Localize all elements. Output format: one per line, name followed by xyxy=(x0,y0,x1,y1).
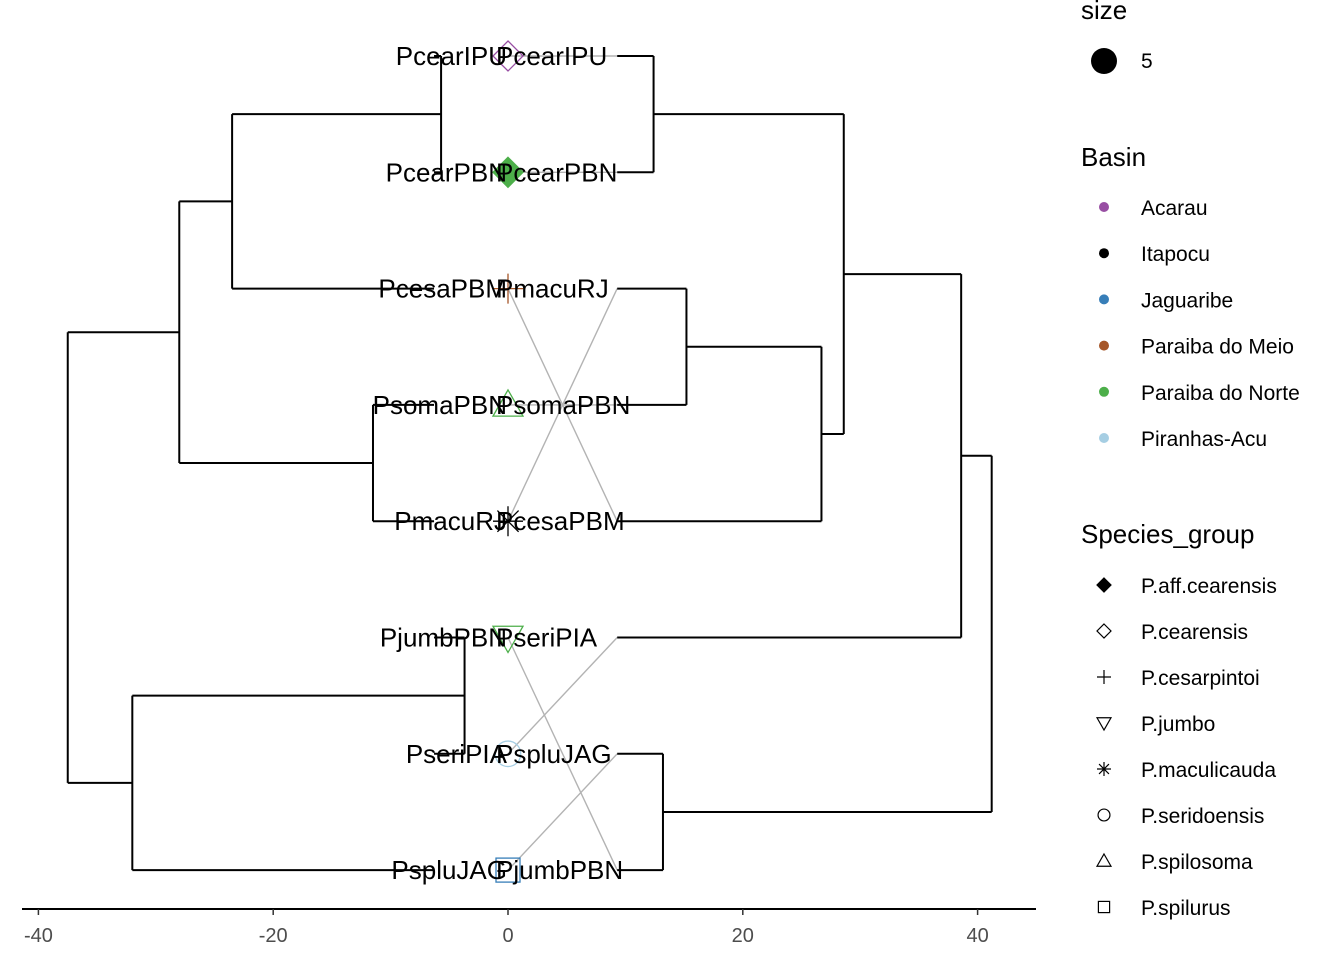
legend-species-key-shape xyxy=(1097,670,1111,684)
tip-point-PmacuRJ-shape xyxy=(493,506,523,537)
right-tip-label: PspluJAG xyxy=(496,739,612,769)
x-axis-tick-label: -40 xyxy=(24,925,53,947)
tip-labels: PcearIPUPcearPBNPcesaPBMPsomaPBNPmacuRJP… xyxy=(373,41,631,885)
tip-point-PcesaPBM xyxy=(493,273,523,304)
legend-species-key-shape xyxy=(1097,808,1111,822)
legend-species-group: Species_group P.aff.cearensisP.cearensis… xyxy=(1081,519,1277,920)
tanglegram-connectors xyxy=(507,55,618,871)
legend-basin-key xyxy=(1099,433,1109,443)
tip-point-PcesaPBM-shape xyxy=(493,273,523,304)
legend-species-key xyxy=(1096,577,1112,593)
legend-species-label: P.spilurus xyxy=(1141,897,1231,920)
left-tip-label: PjumbPBN xyxy=(380,623,507,653)
tip-point-PsomaPBN-shape xyxy=(491,388,525,417)
tip-point-PcearIPU xyxy=(492,40,524,72)
tip-point-PmacuRJ xyxy=(493,506,523,537)
legend-species-group-title: Species_group xyxy=(1081,519,1254,549)
left-tip-label: PspluJAG xyxy=(391,855,507,885)
tip-point-PsomaPBN xyxy=(491,388,525,417)
left-tip-label: PmacuRJ xyxy=(394,506,507,536)
tip-point-PcearPBN xyxy=(492,156,524,189)
legend-species-key-shape xyxy=(1095,717,1113,732)
right-tip-label: PjumbPBN xyxy=(496,855,623,885)
connector-PjumbPBN xyxy=(507,637,618,871)
connector-PspluJAG xyxy=(507,753,618,871)
right-tip-label: PcearPBN xyxy=(496,157,617,187)
legend-basin-label: Jaguaribe xyxy=(1141,289,1233,312)
legend-species-key xyxy=(1096,623,1112,639)
legend-species-label: P.seridoensis xyxy=(1141,805,1264,828)
legend-basin-key xyxy=(1099,202,1109,212)
legend-species-key xyxy=(1097,670,1111,684)
legend: size 5 Basin AcarauItapocuJaguaribeParai… xyxy=(1081,0,1300,920)
x-axis: -40 -20 0 20 40 xyxy=(22,908,1036,947)
right-tip-label: PcesaPBM xyxy=(496,506,625,536)
legend-species-key-shape xyxy=(1095,852,1113,867)
left-tip-label: PcearIPU xyxy=(396,41,507,71)
x-axis-tick-label: -20 xyxy=(259,925,288,947)
dendrograms xyxy=(66,55,993,872)
legend-size-label: 5 xyxy=(1141,50,1153,73)
legend-basin-label: Piranhas-Acu xyxy=(1141,428,1267,451)
legend-species-key xyxy=(1097,900,1111,914)
legend-basin-label: Acarau xyxy=(1141,197,1208,220)
legend-basin-key xyxy=(1099,386,1109,397)
left-tip-label: PseriPIA xyxy=(406,739,508,769)
right-tip-label: PmacuRJ xyxy=(496,274,609,304)
legend-basin-key xyxy=(1099,294,1109,305)
legend-species-label: P.maculicauda xyxy=(1141,759,1276,782)
legend-species-label: P.spilosoma xyxy=(1141,851,1253,874)
legend-species-key xyxy=(1095,717,1113,732)
tip-point-PseriPIA xyxy=(494,740,522,768)
legend-size: size 5 xyxy=(1081,0,1153,74)
legend-basin-label: Itapocu xyxy=(1141,243,1210,266)
legend-species-key-shape xyxy=(1096,623,1112,639)
x-axis-tick-label: 0 xyxy=(502,925,513,947)
legend-species-label: P.cearensis xyxy=(1141,621,1248,644)
tip-point-PseriPIA-shape xyxy=(494,740,522,768)
connector-PmacuRJ xyxy=(507,288,618,522)
right-tip-label: PsomaPBN xyxy=(496,390,630,420)
left-tip-label: PsomaPBN xyxy=(373,390,507,420)
left-tip-label: PcearPBN xyxy=(386,157,507,187)
tip-point-PjumbPBN xyxy=(491,625,525,654)
legend-size-title: size xyxy=(1081,0,1127,25)
legend-basin-label: Paraiba do Norte xyxy=(1141,382,1300,405)
tip-point-PcearIPU-shape xyxy=(492,40,524,72)
legend-basin-key xyxy=(1099,248,1109,259)
legend-species-key xyxy=(1097,808,1111,822)
legend-species-key-shape xyxy=(1096,577,1112,593)
tip-points xyxy=(491,40,525,883)
tip-point-PspluJAG xyxy=(495,857,521,883)
x-axis-tick-label: 40 xyxy=(966,925,988,947)
legend-species-label: P.jumbo xyxy=(1141,713,1215,736)
right-tip-label: PcearIPU xyxy=(496,41,607,71)
legend-species-key-shape xyxy=(1097,762,1111,776)
left-tip-label: PcesaPBM xyxy=(378,274,507,304)
legend-size-key xyxy=(1091,48,1117,74)
legend-basin-key xyxy=(1099,340,1109,351)
right-tip-label: PseriPIA xyxy=(496,623,598,653)
legend-species-key-shape xyxy=(1097,900,1111,914)
legend-species-key xyxy=(1095,852,1113,867)
legend-species-key xyxy=(1097,762,1111,776)
legend-species-label: P.cesarpintoi xyxy=(1141,667,1260,690)
tip-point-PcearPBN-shape xyxy=(492,156,524,189)
legend-basin-title: Basin xyxy=(1081,142,1146,172)
connector-PseriPIA xyxy=(507,637,618,755)
legend-species-label: P.aff.cearensis xyxy=(1141,575,1277,598)
legend-basin-label: Paraiba do Meio xyxy=(1141,336,1294,359)
tip-point-PjumbPBN-shape xyxy=(491,625,525,654)
x-axis-tick-label: 20 xyxy=(732,925,754,947)
tip-point-PspluJAG-shape xyxy=(495,857,521,883)
